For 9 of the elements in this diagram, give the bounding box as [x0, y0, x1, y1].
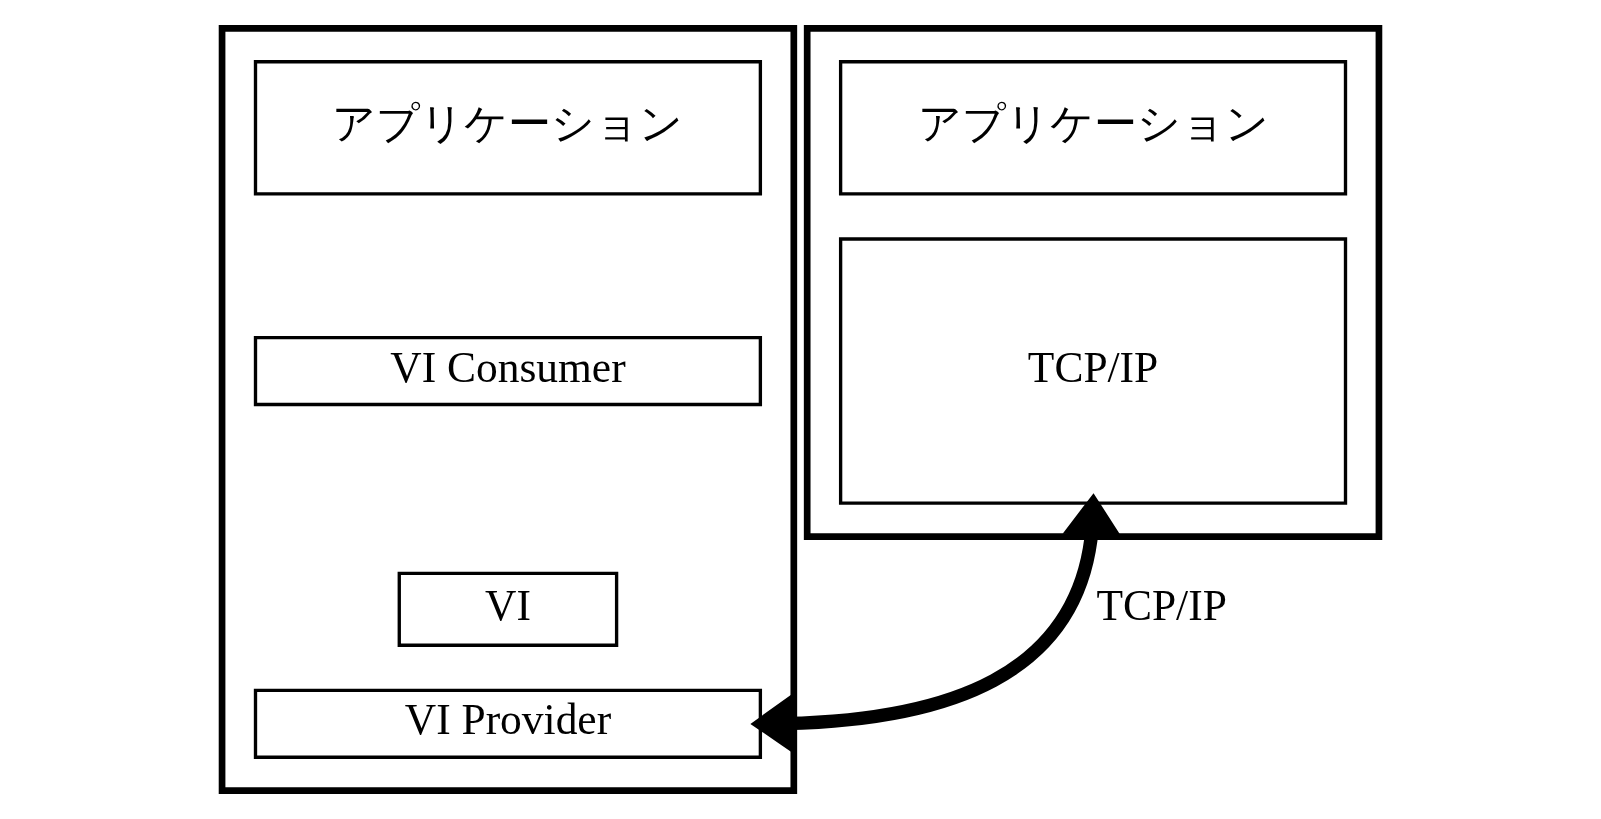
arrow	[750, 493, 1122, 753]
node-box: アプリケーション	[253, 60, 763, 196]
cluster	[218, 25, 798, 794]
node-box: TCP/IP	[838, 237, 1348, 505]
node-box: VI Provider	[253, 688, 763, 759]
node-box: VI	[397, 571, 619, 647]
node-box: アプリケーション	[838, 60, 1348, 196]
edge-label: TCP/IP	[1096, 580, 1227, 629]
node-box: VI Consumer	[253, 335, 763, 407]
